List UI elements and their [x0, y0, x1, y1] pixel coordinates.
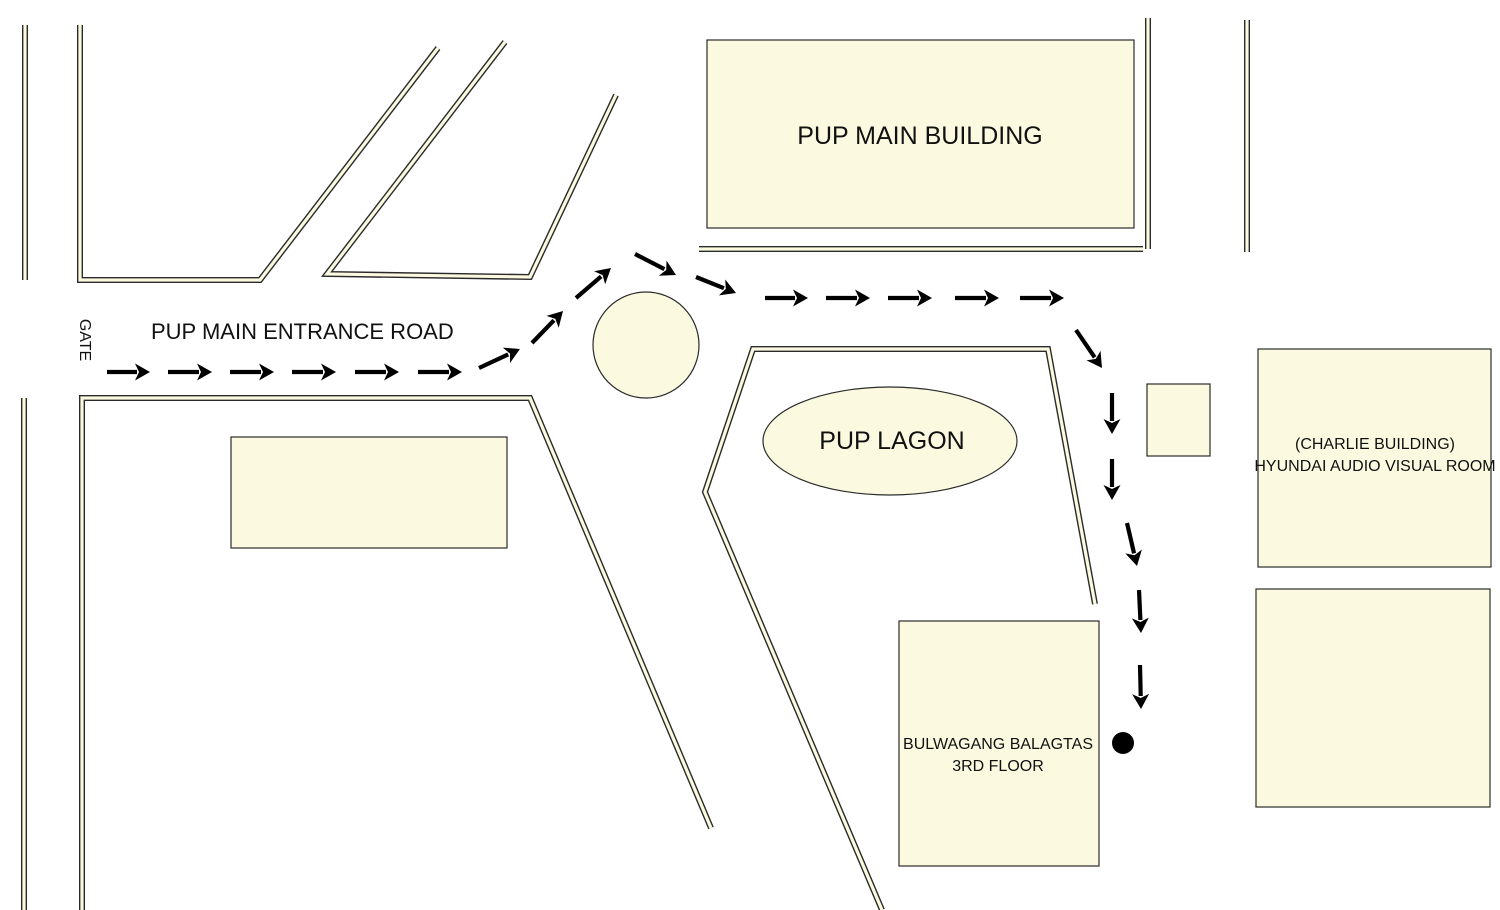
arrow-icon [107, 363, 150, 381]
route-arrows [107, 252, 1150, 709]
arrow-icon [826, 289, 870, 307]
arrow-head [259, 363, 274, 381]
arrow-head [984, 289, 999, 307]
unlabeled-building-left [230, 436, 508, 549]
gate-label: GATE [76, 319, 93, 361]
arrow-icon [1020, 289, 1064, 307]
arrow-shaft [634, 252, 666, 271]
balagtas-label-line1: BULWAGANG BALAGTAS [903, 736, 1093, 753]
arrow-icon [168, 363, 212, 381]
small-kiosk-building [1146, 383, 1211, 457]
arrow-head [502, 347, 520, 364]
road-block-upper-middle [320, 40, 619, 281]
arrow-head [1125, 549, 1142, 566]
arrow-icon [230, 363, 274, 381]
rotunda-circle [592, 291, 700, 399]
charlie-building [1257, 348, 1492, 568]
arrow-head [546, 311, 563, 328]
buildings [230, 39, 1492, 867]
unlabeled-building-right [1255, 588, 1491, 808]
charlie-building-label-line2: HYUNDAI AUDIO VISUAL ROOM [1254, 458, 1495, 475]
arrow-icon [1103, 459, 1121, 500]
arrow-head [594, 268, 611, 285]
arrow-head [197, 363, 212, 381]
arrow-icon [1132, 664, 1150, 709]
arrow-shaft [530, 318, 556, 345]
lagoon-label: PUP LAGON [819, 427, 964, 455]
charlie-building-label-line1: (CHARLIE BUILDING) [1295, 436, 1455, 453]
arrow-icon [292, 363, 336, 381]
arrow-icon [1131, 589, 1149, 633]
arrow-icon [478, 347, 520, 370]
arrow-head [1132, 693, 1150, 709]
arrow-icon [765, 289, 808, 307]
arrow-head [793, 289, 808, 307]
road-block-upper-left [77, 25, 441, 283]
pup-main-building [706, 39, 1135, 229]
arrow-icon [574, 268, 611, 300]
balagtas-label-line2: 3RD FLOOR [952, 758, 1044, 775]
arrow-head [1131, 617, 1149, 633]
arrow-icon [530, 311, 563, 345]
arrow-icon [888, 289, 932, 307]
arrow-icon [955, 289, 999, 307]
arrow-icon [1074, 328, 1102, 368]
arrow-head [1103, 485, 1121, 500]
arrow-head [917, 289, 932, 307]
arrow-head [658, 260, 676, 276]
arrow-head [1049, 289, 1064, 307]
arrow-shaft [695, 275, 725, 291]
arrow-head [718, 279, 736, 296]
arrow-head [135, 363, 150, 381]
arrow-shaft [478, 352, 510, 370]
main-building-label: PUP MAIN BUILDING [797, 122, 1042, 150]
arrow-shaft [574, 274, 603, 300]
bulwagang-balagtas-building [898, 620, 1100, 867]
arrow-head [1103, 419, 1121, 434]
arrow-head [321, 363, 336, 381]
arrow-head [1086, 350, 1102, 368]
arrow-shaft [1136, 589, 1143, 621]
pup-lagoon [762, 386, 1018, 496]
arrow-shaft [1074, 328, 1097, 359]
arrow-icon [418, 363, 462, 381]
road-block-lower-left [79, 395, 714, 910]
arrow-head [855, 289, 870, 307]
arrow-shaft [1137, 664, 1143, 697]
arrow-icon [695, 275, 736, 296]
arrow-head [447, 363, 462, 381]
arrow-icon [355, 363, 399, 381]
arrow-icon [1124, 522, 1142, 566]
entrance-road-label: PUP MAIN ENTRANCE ROAD [151, 319, 454, 344]
roads [21, 18, 1250, 910]
arrow-icon [1103, 393, 1121, 434]
arrow-shaft [1124, 522, 1137, 554]
road-lagoon-block [701, 346, 1098, 910]
arrow-head [384, 363, 399, 381]
destination-dot-icon [1112, 732, 1134, 754]
arrow-icon [634, 252, 676, 276]
labels: GATE PUP MAIN ENTRANCE ROAD PUP MAIN BUI… [76, 122, 1496, 775]
